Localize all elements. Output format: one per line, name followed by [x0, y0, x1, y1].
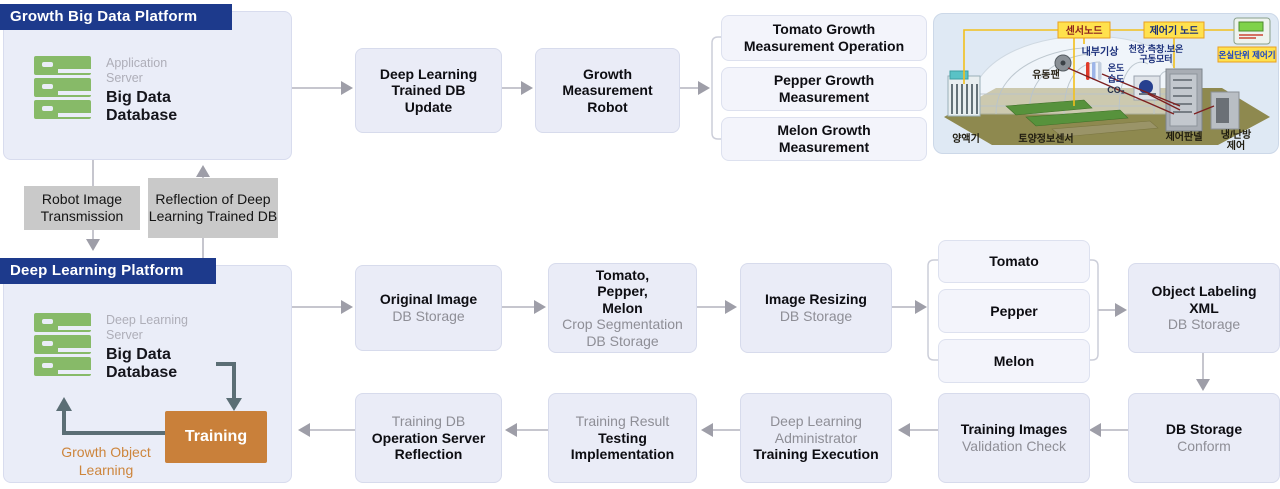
node-image-resizing-sub: DB Storage: [779, 308, 853, 324]
server-icon: [34, 56, 91, 119]
label-indoor-weather: 내부기상: [1082, 45, 1120, 58]
label-temperature: 온도: [1108, 63, 1125, 73]
node-image-resizing-title: Image Resizing: [765, 291, 867, 308]
node-crop-segmentation-title: Tomato, Pepper, Melon: [595, 266, 650, 316]
node-object-labeling-title: Object Labeling XML: [1151, 283, 1257, 316]
node-tomato-measurement: Tomato Growth Measurement Operation: [721, 15, 927, 61]
label-flow-fan: 유동팬: [1032, 68, 1060, 81]
node-crop-pepper-label: Pepper: [990, 302, 1038, 319]
label-wires: [963, 29, 1234, 106]
label-cooling-1: 냉/난방: [1221, 128, 1252, 141]
control-panel: [1165, 68, 1203, 132]
node-db-conform-sub: Conform: [1177, 438, 1231, 454]
node-db-update: Deep Learning Trained DB Update: [355, 48, 502, 133]
node-melon-measurement: Melon Growth Measurement: [721, 117, 927, 161]
label-sensor-node: 센서노드: [1066, 24, 1103, 37]
node-original-image-sub: DB Storage: [392, 308, 465, 324]
node-object-labeling: Object Labeling XML DB Storage: [1128, 263, 1280, 353]
label-soil-sensor: 토양정보센서: [1018, 132, 1073, 145]
node-melon-measurement-label: Melon Growth Measurement: [777, 122, 871, 155]
node-crop-segmentation: Tomato, Pepper, Melon Crop Segmentation …: [548, 263, 697, 353]
server-name-label: Big Data Database: [106, 89, 178, 125]
node-testing-title: Testing Implementation: [570, 429, 675, 463]
flow-fan-icon: [1054, 54, 1072, 72]
label-drive-motor-1: 천장.측창.보온: [1129, 43, 1184, 54]
node-training-execution: Deep Learning Administrator Training Exe…: [740, 393, 892, 483]
label-nutrient-machine: 양액기: [952, 132, 980, 145]
node-validation-sub: Validation Check: [961, 438, 1067, 454]
node-growth-robot: Growth Measurement Robot: [535, 48, 680, 133]
growth-platform-box: Application Server Big Data Database: [3, 11, 292, 160]
server-name-label: Big Data Database: [106, 346, 178, 382]
reflection-label: Reflection of Deep Learning Trained DB: [148, 178, 278, 238]
greenhouse-illustration: 센서노드 제어기 노드 온실단위 제어기 내부기상 천장.측창.보온 구동모터 …: [944, 17, 1277, 152]
label-controller-node: 제어기 노드: [1150, 24, 1199, 37]
greenhouse-image: 센서노드 제어기 노드 온실단위 제어기 내부기상 천장.측창.보온 구동모터 …: [933, 13, 1279, 154]
deep-learning-platform-box: Deep Learning Server Big Data Database T…: [3, 265, 292, 483]
node-operation-server-reflection: Training DB Operation Server Reflection: [355, 393, 502, 483]
node-tomato-measurement-label: Tomato Growth Measurement Operation: [743, 21, 905, 54]
cooling-heating-unit: [1210, 91, 1240, 130]
node-crop-segmentation-sub1: Crop Segmentation: [562, 316, 683, 333]
server-role-label: Deep Learning Server: [106, 313, 189, 342]
nutrient-machine: [947, 70, 981, 117]
deep-learning-platform-banner: Deep Learning Platform: [0, 258, 216, 284]
server-icon: [34, 313, 91, 376]
robot-image-transmission-label: Robot Image Transmission: [24, 186, 140, 230]
node-crop-melon: Melon: [938, 339, 1090, 383]
node-original-image-title: Original Image: [379, 291, 478, 308]
label-control-panel: 제어판넬: [1166, 130, 1203, 143]
server-role-label: Application Server: [106, 56, 168, 85]
node-crop-pepper: Pepper: [938, 289, 1090, 333]
node-image-resizing: Image Resizing DB Storage: [740, 263, 892, 353]
label-co2: CO₂: [1107, 85, 1125, 95]
node-testing-implementation: Training Result Testing Implementation: [548, 393, 697, 483]
node-growth-robot-label: Growth Measurement Robot: [562, 65, 653, 115]
node-crop-tomato-label: Tomato: [989, 253, 1039, 270]
label-greenhouse-controller: 온실단위 제어기: [1218, 50, 1275, 60]
node-pepper-measurement-label: Pepper Growth Measurement: [773, 72, 875, 105]
node-reflection-sub: Training DB: [391, 413, 466, 430]
node-reflection-title: Operation Server Reflection: [371, 429, 486, 463]
node-db-conform-title: DB Storage: [1165, 421, 1243, 438]
node-crop-segmentation-sub2: DB Storage: [586, 332, 659, 349]
node-training-execution-sub: Deep Learning Administrator: [770, 413, 862, 446]
node-validation-title: Training Images: [960, 421, 1068, 438]
label-drive-motor-2: 구동모터: [1139, 53, 1172, 64]
label-cooling-2: 제어: [1227, 139, 1245, 152]
growth-platform-banner: Growth Big Data Platform: [0, 4, 232, 30]
thermometer-icons: [1086, 62, 1102, 80]
panel-arrows: [1067, 67, 1215, 115]
node-object-labeling-sub: DB Storage: [1167, 316, 1241, 333]
training-loop-arrows: [56, 362, 242, 435]
node-crop-tomato: Tomato: [938, 240, 1090, 283]
crop-rows: [1005, 99, 1159, 138]
node-original-image: Original Image DB Storage: [355, 265, 502, 351]
label-humidity: 습도: [1108, 73, 1125, 84]
node-testing-sub: Training Result: [575, 413, 670, 430]
greenhouse-controller-device: [1233, 17, 1271, 45]
node-crop-melon-label: Melon: [993, 352, 1035, 369]
growth-object-learning-label: Growth Object Learning: [61, 444, 151, 478]
training-box: Training: [165, 411, 267, 463]
node-training-execution-title: Training Execution: [753, 446, 879, 463]
node-pepper-measurement: Pepper Growth Measurement: [721, 67, 927, 111]
node-validation-check: Training Images Validation Check: [938, 393, 1090, 483]
node-db-conform: DB Storage Conform: [1128, 393, 1280, 483]
node-db-update-label: Deep Learning Trained DB Update: [379, 65, 478, 115]
